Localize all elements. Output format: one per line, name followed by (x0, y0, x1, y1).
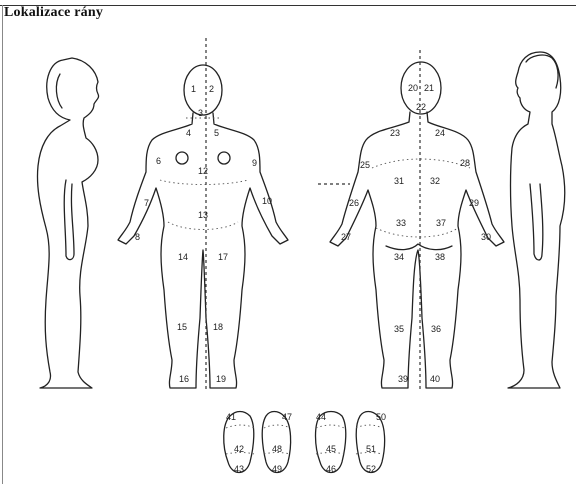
region-label: 30 (481, 232, 491, 242)
region-label: 24 (435, 128, 445, 138)
region-label: 47 (282, 412, 292, 422)
region-label: 22 (416, 102, 426, 112)
region-label: 5 (214, 128, 219, 138)
region-label: 48 (272, 444, 282, 454)
region-label: 2 (209, 84, 214, 94)
region-label: 16 (179, 374, 189, 384)
region-label: 9 (252, 158, 257, 168)
region-label: 12 (198, 166, 208, 176)
region-label: 29 (469, 198, 479, 208)
region-label: 39 (398, 374, 408, 384)
region-labels: 1 2 3 4 5 6 7 8 9 10 12 13 14 15 16 17 1… (135, 83, 491, 474)
region-label: 14 (178, 252, 188, 262)
region-label: 52 (366, 464, 376, 474)
region-label: 21 (424, 83, 434, 93)
region-label: 27 (341, 232, 351, 242)
region-label: 44 (316, 412, 326, 422)
region-label: 13 (198, 210, 208, 220)
region-label: 25 (360, 160, 370, 170)
region-label: 32 (430, 176, 440, 186)
region-label: 4 (186, 128, 191, 138)
region-label: 6 (156, 156, 161, 166)
region-label: 45 (326, 444, 336, 454)
region-label: 20 (408, 83, 418, 93)
side-figure-left (37, 58, 98, 388)
region-label: 33 (396, 218, 406, 228)
region-label: 7 (144, 198, 149, 208)
region-label: 51 (366, 444, 376, 454)
feet-group (224, 412, 385, 473)
region-label: 26 (349, 198, 359, 208)
region-label: 1 (191, 84, 196, 94)
region-label: 17 (218, 252, 228, 262)
region-label: 35 (394, 324, 404, 334)
region-label: 38 (435, 252, 445, 262)
region-label: 46 (326, 464, 336, 474)
region-label: 42 (234, 444, 244, 454)
region-label: 19 (216, 374, 226, 384)
region-label: 43 (234, 464, 244, 474)
region-label: 3 (198, 108, 203, 118)
region-label: 50 (376, 412, 386, 422)
region-label: 28 (460, 158, 470, 168)
region-label: 15 (177, 322, 187, 332)
region-label: 31 (394, 176, 404, 186)
region-label: 8 (135, 232, 140, 242)
region-label: 36 (431, 324, 441, 334)
region-label: 34 (394, 252, 404, 262)
region-label: 10 (262, 196, 272, 206)
region-label: 40 (430, 374, 440, 384)
back-figure (318, 50, 504, 390)
region-label: 41 (226, 412, 236, 422)
region-label: 18 (213, 322, 223, 332)
region-label: 49 (272, 464, 282, 474)
side-figure-right (508, 52, 565, 388)
region-label: 37 (436, 218, 446, 228)
region-label: 23 (390, 128, 400, 138)
